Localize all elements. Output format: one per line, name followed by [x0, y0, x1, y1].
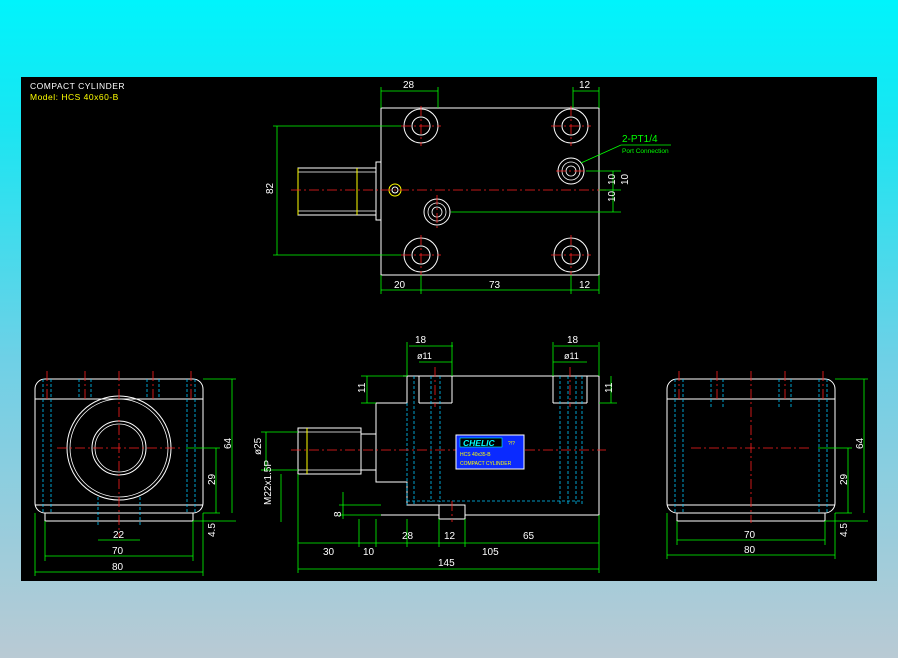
dim-right-70: 70	[744, 530, 756, 541]
plate-model: HCS 40x35-B	[460, 452, 491, 458]
dim-side-12: 12	[444, 531, 456, 542]
dim-top-10c: 10	[620, 173, 631, 185]
name-plate: CHELIC ?!? HCS 40x35-B COMPACT CYLINDER	[455, 434, 525, 470]
dim-left-4-5: 4.5	[207, 523, 218, 537]
dim-left-29: 29	[207, 473, 218, 485]
dim-left-80: 80	[112, 562, 124, 573]
dim-right-29: 29	[839, 473, 850, 485]
top-rod	[297, 167, 377, 216]
dim-right-64: 64	[855, 437, 866, 449]
left-end-view	[34, 371, 204, 537]
plate-brand-suffix: ?!?	[508, 441, 515, 447]
top-body-outline	[380, 107, 600, 276]
dim-side-65: 65	[523, 531, 535, 542]
dim-side-d25: ø25	[253, 437, 264, 455]
drawing-canvas: COMPACT CYLINDER Model: HCS 40x60-B	[21, 77, 877, 581]
dim-right-80: 80	[744, 545, 756, 556]
dim-side-d11a: ø11	[417, 351, 432, 361]
dim-side-d11b: ø11	[564, 351, 579, 361]
dim-side-11b: 11	[604, 382, 615, 393]
port-callout-label: 2-PT1/4	[622, 134, 658, 145]
dim-top-12b: 12	[579, 280, 591, 291]
top-view-dimensions: 28 12 82 10 10 10 20 73 12 2-PT1/4 Port …	[265, 80, 671, 294]
dim-side-105: 105	[482, 547, 499, 558]
plate-product: COMPACT CYLINDER	[460, 461, 512, 467]
dim-side-8: 8	[333, 511, 344, 517]
dim-side-18a: 18	[415, 335, 427, 346]
top-view	[291, 106, 606, 276]
dim-side-28: 28	[402, 531, 414, 542]
dim-right-4-5: 4.5	[839, 523, 850, 537]
dim-top-12: 12	[579, 80, 591, 91]
side-view: CHELIC ?!? HCS 40x35-B COMPACT CYLINDER	[291, 367, 606, 522]
left-end-dimensions: 64 29 4.5 22 70 80	[34, 378, 236, 576]
dim-top-10b: 10	[607, 190, 618, 202]
dim-top-28: 28	[403, 80, 415, 91]
dim-side-11a: 11	[357, 382, 368, 393]
right-end-dimensions: 64 29 4.5 70 80	[666, 378, 868, 559]
dim-left-70: 70	[112, 546, 124, 557]
dim-side-10: 10	[363, 547, 375, 558]
dim-side-145: 145	[438, 558, 455, 569]
side-view-dimensions: 18 ø11 18 ø11 11 11 ø25 M22x1.5P 8	[253, 335, 617, 573]
dim-top-10a: 10	[607, 173, 618, 185]
dim-left-22: 22	[113, 530, 125, 541]
drawing-model: Model: HCS 40x60-B	[30, 92, 119, 102]
port-callout-sub: Port Connection	[622, 148, 669, 155]
dim-side-30: 30	[323, 547, 335, 558]
right-end-view	[666, 371, 836, 523]
dim-top-20: 20	[394, 280, 406, 291]
technical-drawing: COMPACT CYLINDER Model: HCS 40x60-B	[30, 80, 868, 576]
drawing-title: COMPACT CYLINDER	[30, 81, 125, 91]
dim-top-73: 73	[489, 280, 501, 291]
dim-side-m22: M22x1.5P	[263, 460, 274, 505]
dim-side-18b: 18	[567, 335, 579, 346]
dim-top-82: 82	[265, 182, 276, 194]
plate-brand: CHELIC	[463, 438, 496, 448]
dim-left-64: 64	[223, 437, 234, 449]
